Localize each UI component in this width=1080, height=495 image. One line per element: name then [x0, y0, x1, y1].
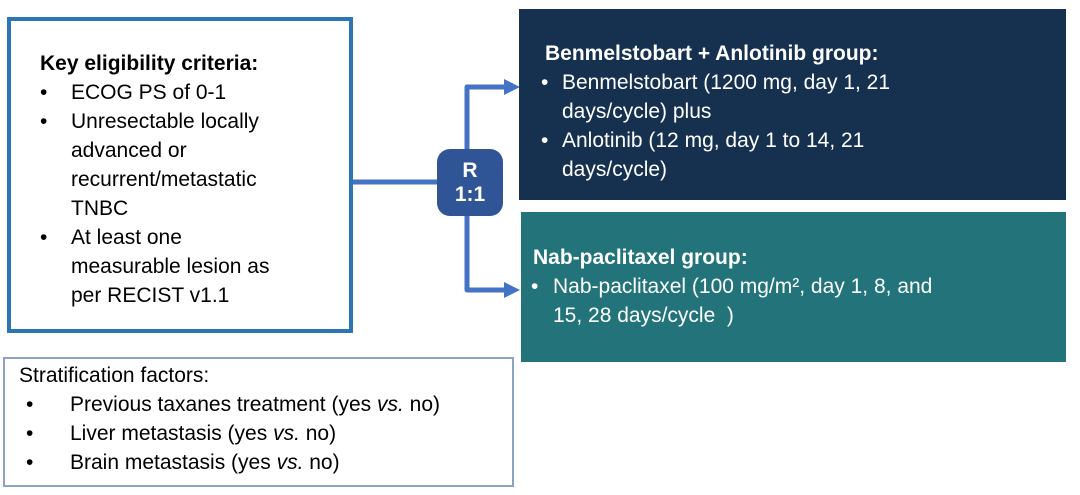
eligibility-item-text: ECOG PS of 0-1 [71, 81, 227, 104]
bullet-icon: • [26, 393, 34, 416]
arm2-item-nab-paclitaxel: • Nab-paclitaxel (100 mg/m², day 1, 8, a… [531, 272, 1054, 330]
bullet-icon: • [541, 129, 549, 152]
bullet-icon: • [541, 71, 549, 94]
benmelstobart-anlotinib-group-box: Benmelstobart + Anlotinib group: • Benme… [519, 9, 1066, 200]
eligibility-box: Key eligibility criteria: • ECOG PS of 0… [7, 17, 353, 333]
connector-line-to-arm2 [464, 210, 506, 293]
stratification-item-taxanes: • Previous taxanes treatment (yes vs. no… [19, 390, 506, 419]
arm1-list: • Benmelstobart (1200 mg, day 1, 21 days… [541, 68, 1052, 184]
arrowhead-arm1-icon [504, 79, 520, 95]
bullet-icon: • [26, 422, 34, 445]
stratification-list: • Previous taxanes treatment (yes vs. no… [19, 390, 506, 477]
randomization-label: R [462, 158, 478, 182]
eligibility-list: • ECOG PS of 0-1 • Unresectable locally … [40, 78, 341, 310]
arm2-list: • Nab-paclitaxel (100 mg/m², day 1, 8, a… [531, 272, 1054, 330]
eligibility-item-measurable-lesion: • At least one measurable lesion as per … [40, 223, 341, 310]
arm2-item-text: Nab-paclitaxel (100 mg/m², day 1, 8, and… [553, 275, 933, 327]
arrowhead-arm2-icon [504, 282, 520, 298]
arm1-item-anlotinib: • Anlotinib (12 mg, day 1 to 14, 21 days… [541, 126, 1052, 184]
randomization-ratio: 1:1 [454, 182, 486, 206]
arm2-title: Nab-paclitaxel group: [533, 246, 748, 269]
arm1-item-text: Benmelstobart (1200 mg, day 1, 21 days/c… [562, 71, 891, 123]
eligibility-item-text: Unresectable locally advanced or recurre… [71, 110, 259, 220]
vs-italic: vs. [273, 422, 300, 445]
stratification-item-liver: • Liver metastasis (yes vs. no) [19, 419, 506, 448]
bullet-icon: • [26, 451, 34, 474]
stratification-item-brain: • Brain metastasis (yes vs. no) [19, 448, 506, 477]
stratification-item-text: Previous taxanes treatment (yes vs. no) [70, 393, 441, 416]
bullet-icon: • [40, 81, 48, 104]
vs-italic: vs. [376, 393, 404, 416]
nab-paclitaxel-group-box: Nab-paclitaxel group: • Nab-paclitaxel (… [521, 212, 1066, 362]
bullet-icon: • [40, 110, 48, 133]
arm1-item-text: Anlotinib (12 mg, day 1 to 14, 21 days/c… [562, 129, 865, 181]
eligibility-item-unresectable: • Unresectable locally advanced or recur… [40, 107, 341, 223]
vs-italic: vs. [276, 451, 304, 474]
randomization-badge: R 1:1 [437, 149, 503, 216]
bullet-icon: • [531, 275, 539, 298]
stratification-title: Stratification factors: [19, 364, 210, 387]
bullet-icon: • [40, 226, 48, 249]
arm1-title: Benmelstobart + Anlotinib group: [545, 42, 879, 65]
stratification-item-text: Brain metastasis (yes vs. no) [70, 451, 340, 474]
eligibility-item-ecog: • ECOG PS of 0-1 [40, 78, 341, 107]
arm1-item-benmelstobart: • Benmelstobart (1200 mg, day 1, 21 days… [541, 68, 1052, 126]
stratification-item-text: Liver metastasis (yes vs. no) [70, 422, 337, 445]
eligibility-item-text: At least one measurable lesion as per RE… [71, 226, 270, 307]
stratification-box: Stratification factors: • Previous taxan… [3, 357, 514, 487]
connector-line-to-arm1 [464, 84, 506, 156]
eligibility-title: Key eligibility criteria: [40, 52, 259, 75]
